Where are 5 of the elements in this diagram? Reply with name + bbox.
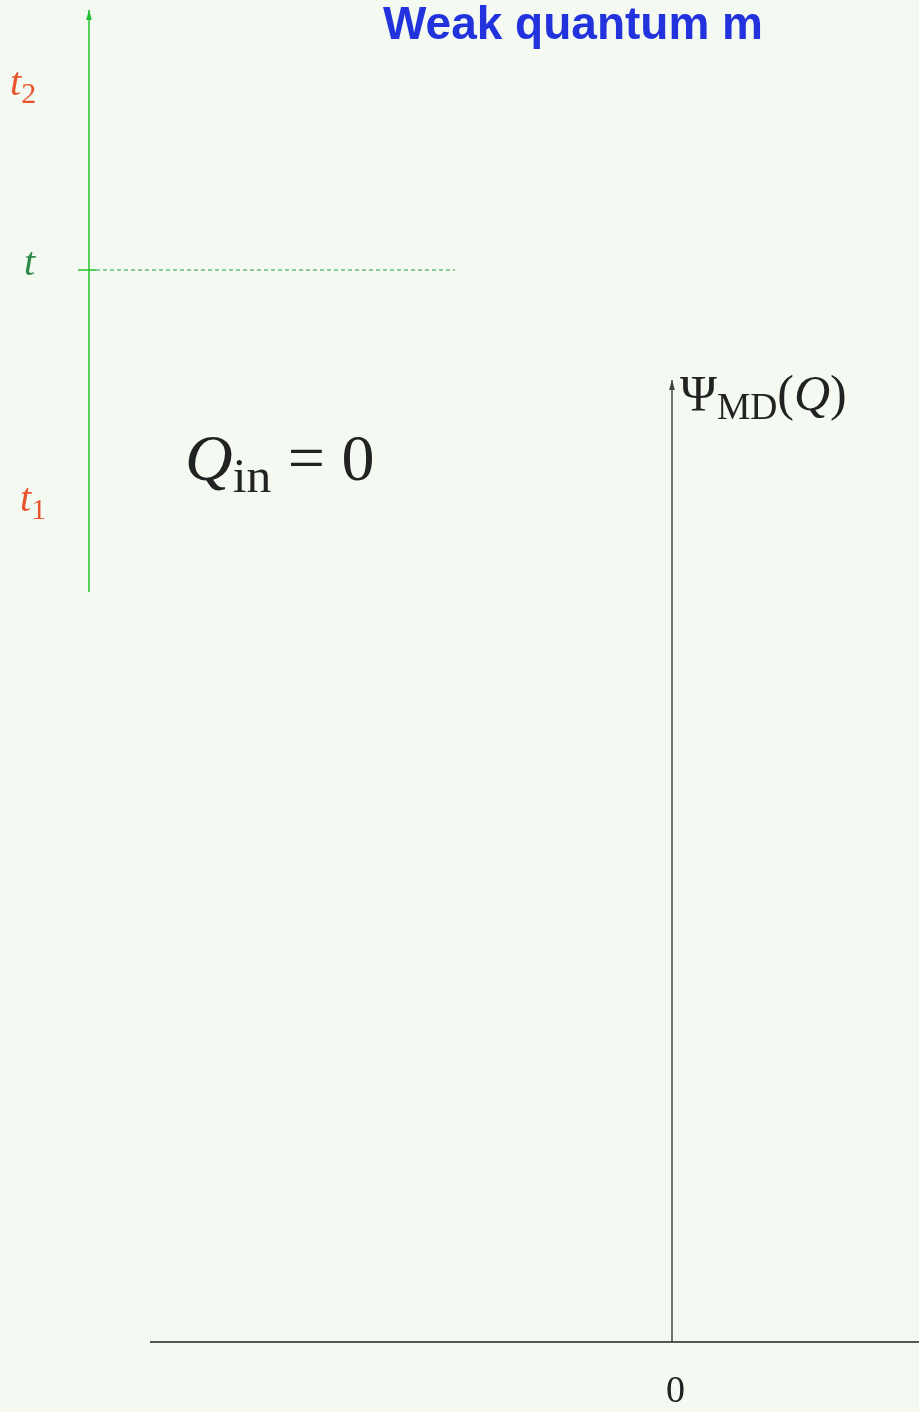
time-label: t$_{2}$	[10, 62, 37, 102]
time-label: t	[24, 242, 36, 282]
time-label: t$_{1}$	[20, 478, 47, 518]
equation: Q$_{in}$ = 0	[185, 425, 375, 491]
tick-label: 0	[666, 1370, 685, 1408]
